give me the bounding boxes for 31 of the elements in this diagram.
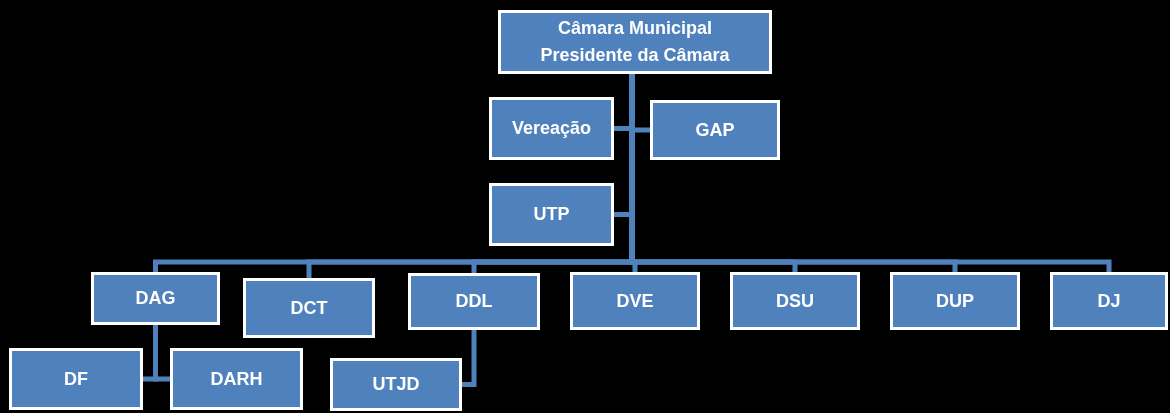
unit-name: UTP [533,203,570,226]
unit-name: DDL [455,290,493,313]
unit-name: DARH [210,367,263,391]
org-box [498,10,772,74]
org-box [91,272,220,325]
unit-name: DJ [1097,289,1121,313]
unit-name: DUP [936,289,974,313]
unit-name: Vereação [511,117,592,140]
unit-name: Câmara Municipal [557,17,712,40]
org-box [650,100,780,160]
unit-name: UTJD [372,373,420,396]
connector-line [462,330,477,387]
unit-name: DAG [135,287,176,310]
org-box [489,97,614,160]
unit-name: DF [64,367,88,391]
org-box [1050,272,1168,330]
org-box [243,278,375,338]
org-box [9,348,143,410]
unit-title: Presidente da Câmara [540,44,730,67]
unit-name: DCT [290,296,328,320]
org-box [170,348,303,410]
unit-name: DSU [776,289,814,313]
org-box [489,183,614,246]
org-box [730,272,860,330]
org-box [570,272,700,330]
connector-line [153,325,170,382]
org-box [330,358,462,411]
unit-name: GAP [695,118,735,142]
org-box [890,272,1020,330]
unit-name: DVE [616,289,654,313]
org-box [408,273,540,330]
